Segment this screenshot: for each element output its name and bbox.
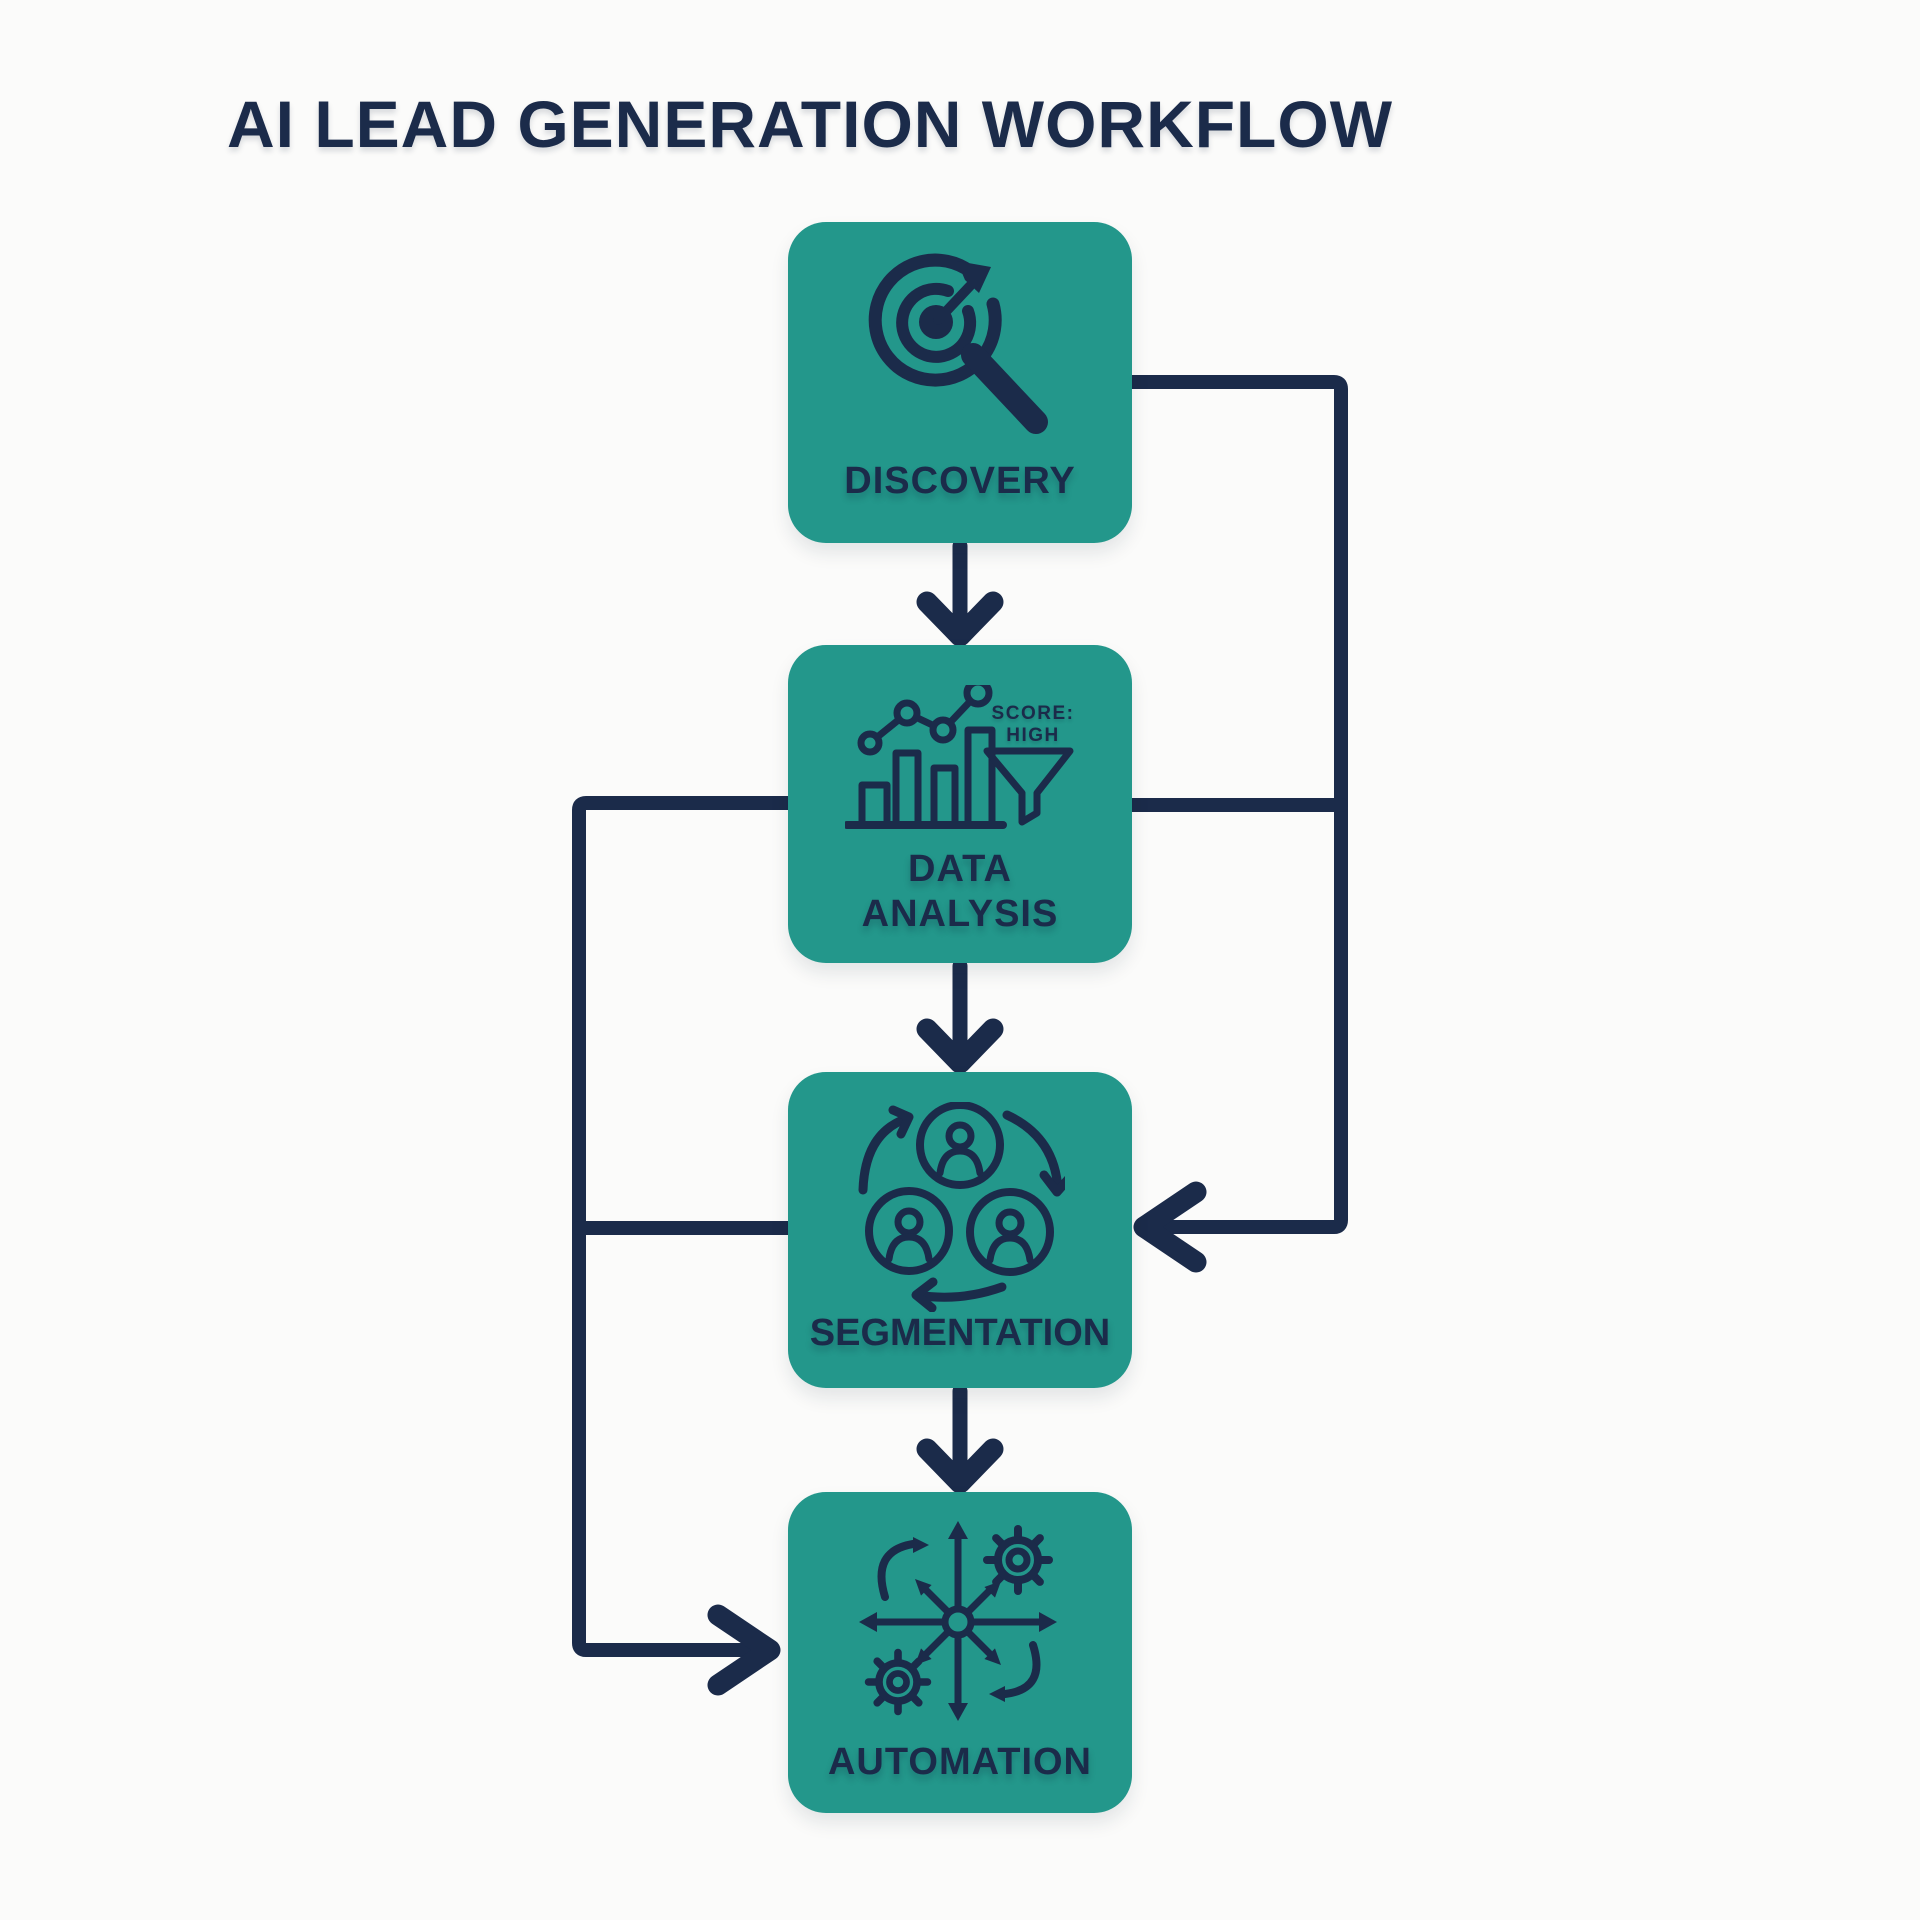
page-title: AI LEAD GENERATION WORKFLOW [226,87,1393,161]
step-label: DISCOVERY [844,460,1076,502]
hub-gears-icon [859,1521,1057,1721]
step-box-automation: AUTOMATION [788,1492,1132,1813]
arrow-discovery-to-data-analysis [916,538,1004,647]
step-label: SEGMENTATION [809,1312,1111,1354]
step-box-discovery: DISCOVERY [788,222,1132,543]
score-value: HIGH [1006,725,1060,746]
score-annotation: SCORE: HIGH [948,703,1118,747]
target-magnifier-icon [868,253,1048,434]
connector-right-feedback [1125,375,1348,1273]
step-box-data-analysis: SCORE: HIGH DATA ANALYSIS [788,645,1132,963]
step-label: AUTOMATION [827,1741,1092,1783]
arrow-data-analysis-to-segmentation [916,958,1004,1074]
chart-funnel-icon [845,685,1074,829]
users-cycle-icon [858,1102,1065,1312]
step-label: DATA ANALYSIS [861,848,1059,935]
connector-left-feedback [572,796,795,1696]
arrow-segmentation-to-automation [916,1383,1004,1494]
score-label: SCORE: [991,703,1075,724]
step-box-segmentation: SEGMENTATION [788,1072,1132,1388]
